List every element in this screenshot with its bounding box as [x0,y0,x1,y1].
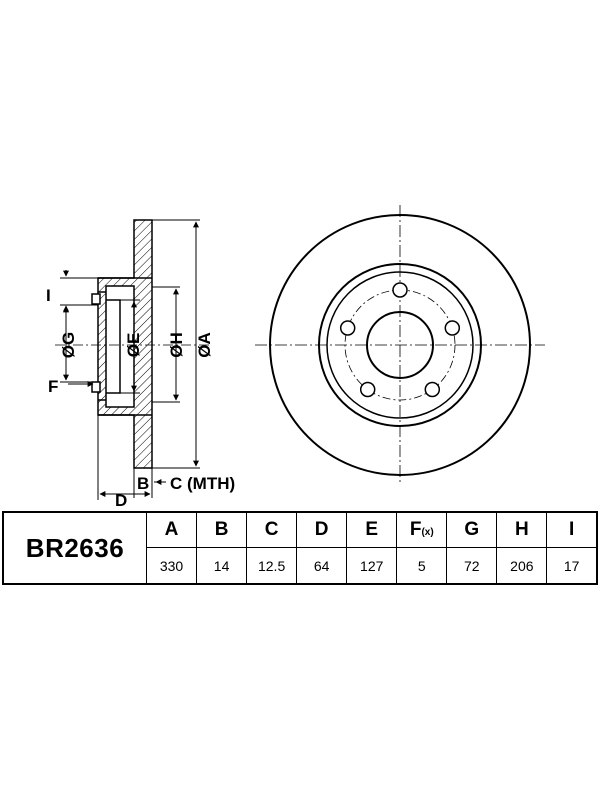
spec-header-h: H [496,511,548,548]
spec-value-a: 330 [145,547,198,585]
label-dim-a: ØA [195,332,214,358]
label-dim-i: I [46,286,51,305]
bolt-hole [339,320,356,336]
spec-value-c: 12.5 [246,547,298,585]
bolt-hole [424,381,441,398]
spec-header-f: F [409,519,422,540]
bolt-hole [359,381,376,398]
spec-header-e: E [346,511,398,548]
label-dim-d: D [115,491,127,510]
bolt-hole [392,282,408,298]
label-dim-g: ØG [59,332,78,358]
label-dim-h: ØH [167,332,186,358]
brake-disc-drawing: ØA ØH ØE ØG I F B C (MTH) D [46,205,545,510]
spec-header-f-cell: F(x) [396,511,448,548]
disc-front-view [255,205,545,485]
dimension-lines [60,219,200,500]
spec-header-d: D [296,511,348,548]
spec-value-e: 127 [346,547,398,585]
spec-header-a: A [145,511,198,548]
label-dim-c: C (MTH) [170,474,235,493]
label-dim-e: ØE [124,333,143,358]
spec-value-d: 64 [296,547,348,585]
spec-header-b: B [196,511,248,548]
spec-value-h: 206 [496,547,548,585]
part-number: BR2636 [2,511,147,585]
disc-cross-section [91,219,153,469]
spec-header-c: C [246,511,298,548]
spec-value-f: 5 [396,547,448,585]
spec-value-g: 72 [446,547,498,585]
spec-header-f-suffix: (x) [421,527,434,538]
label-dim-b: B [137,474,149,493]
spec-table: BR2636 A B C D E F(x) G H I 330 14 12.5 … [2,511,598,585]
spec-value-i: 17 [546,547,598,585]
spec-header-row: BR2636 A B C D E F(x) G H I [2,511,598,585]
spec-header-i: I [546,511,598,548]
spec-value-b: 14 [196,547,248,585]
spec-value-row: 330 14 12.5 64 127 5 72 206 17 [3,547,598,585]
bolt-holes [339,282,461,398]
bolt-hole [444,320,461,336]
spec-header-g: G [446,511,498,548]
label-dim-f: F [48,377,58,396]
dimension-labels: ØA ØH ØE ØG I F B C (MTH) D [46,286,235,510]
